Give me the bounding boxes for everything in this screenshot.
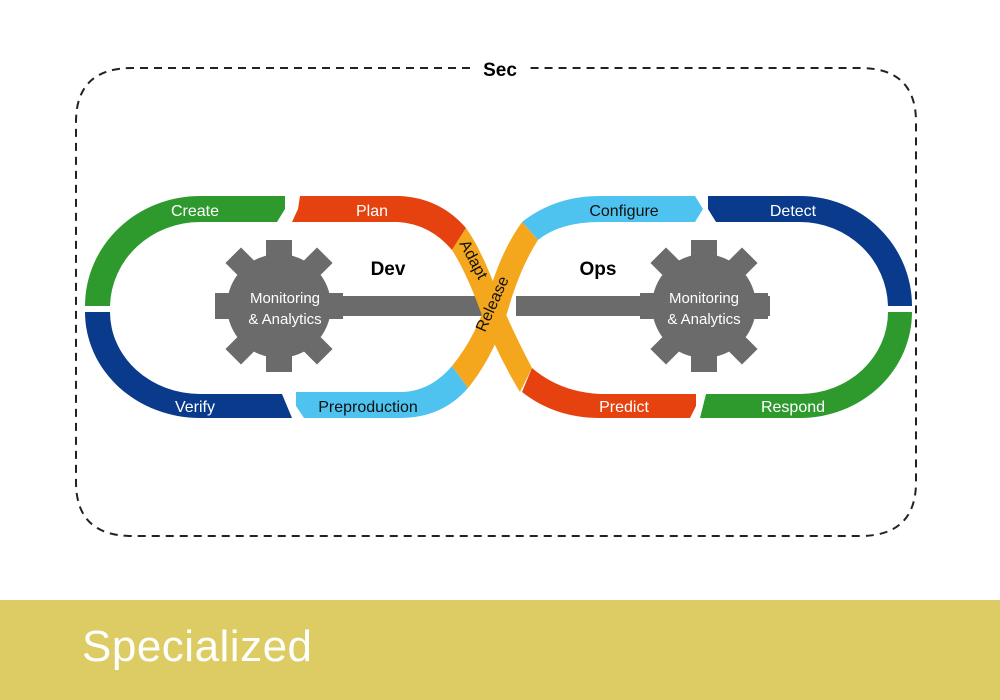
verify-label: Verify xyxy=(175,399,215,416)
right-gear-label-line1: Monitoring xyxy=(669,290,739,307)
detect-label: Detect xyxy=(770,203,817,220)
verify-segment xyxy=(85,312,292,418)
release-segment xyxy=(452,222,538,388)
footer-title: Specialized xyxy=(82,622,313,671)
dev-label: Dev xyxy=(371,259,406,280)
respond-segment xyxy=(700,312,912,418)
preproduction-label: Preproduction xyxy=(318,399,418,416)
sec-label: Sec xyxy=(483,60,517,81)
preproduction-segment xyxy=(296,366,468,418)
detect-segment xyxy=(708,196,912,306)
ops-label: Ops xyxy=(580,259,617,280)
right-gear-label-line2: & Analytics xyxy=(667,311,740,328)
left-gear-label-line2: & Analytics xyxy=(248,311,321,328)
left-gear xyxy=(215,240,343,372)
configure-label: Configure xyxy=(589,203,658,220)
left-gear-label-line1: Monitoring xyxy=(250,290,320,307)
respond-label: Respond xyxy=(761,399,825,416)
plan-label: Plan xyxy=(356,203,388,220)
right-gear xyxy=(640,240,768,372)
sec-frame xyxy=(75,67,917,537)
footer-band xyxy=(0,600,1000,700)
devsecops-diagram: Sec Monitoring & Analytics M xyxy=(75,60,917,537)
predict-segment xyxy=(522,368,696,418)
plan-segment xyxy=(292,196,466,250)
predict-label: Predict xyxy=(599,399,649,416)
create-label: Create xyxy=(171,203,219,220)
create-segment xyxy=(85,196,285,306)
configure-segment xyxy=(522,196,703,240)
